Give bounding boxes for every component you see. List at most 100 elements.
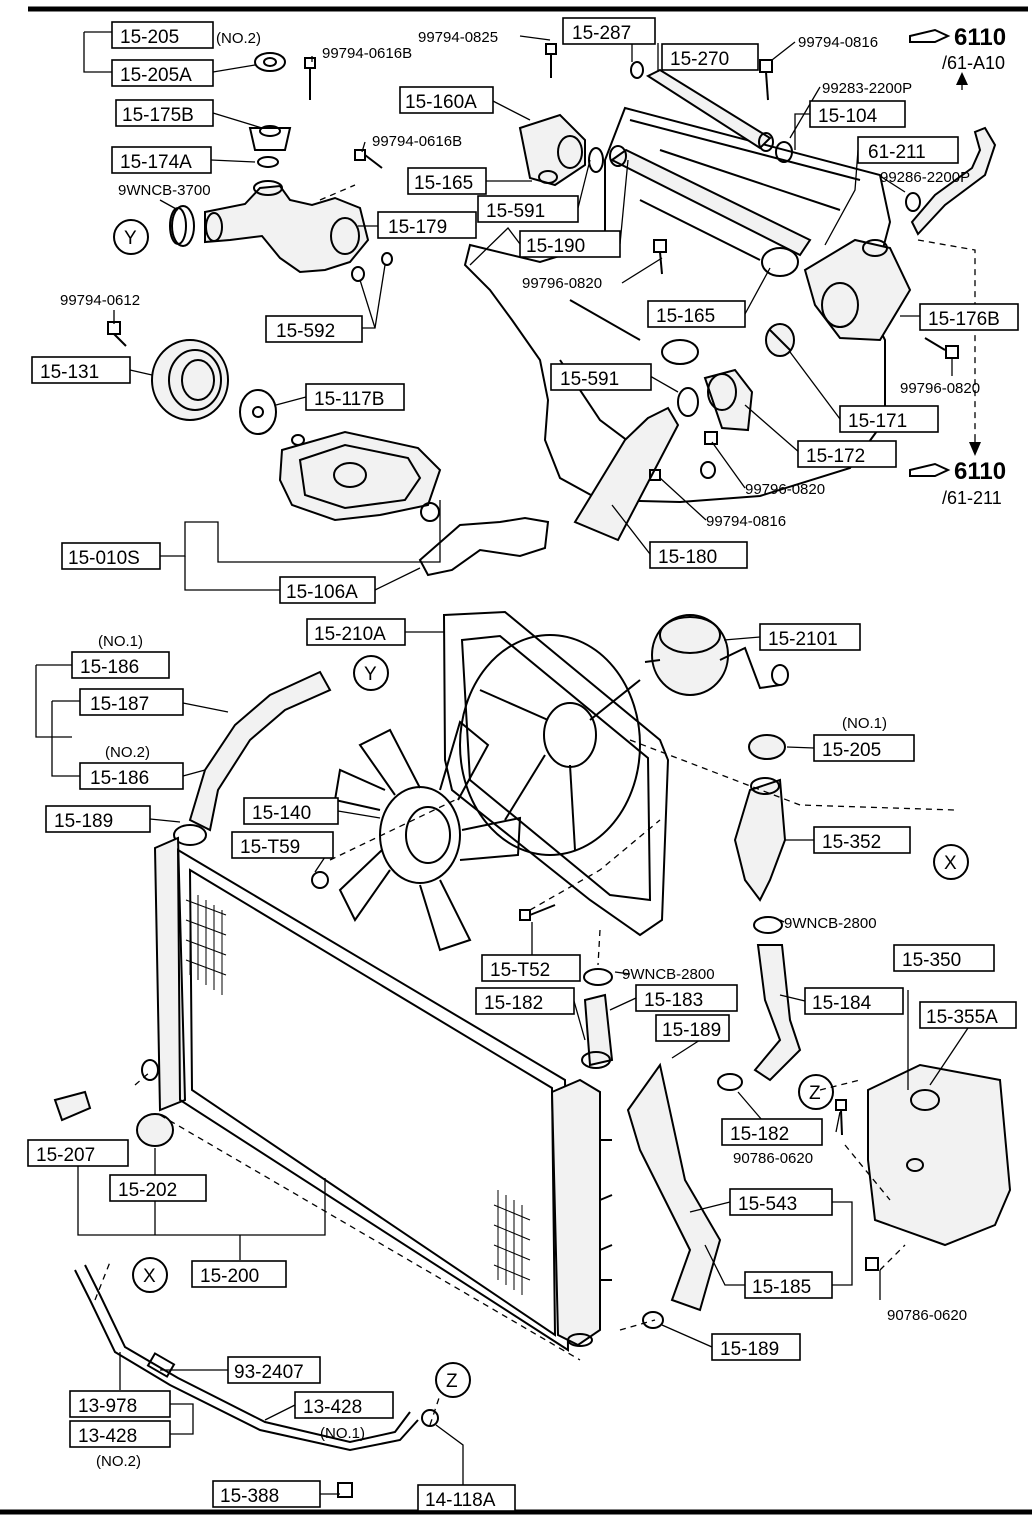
part-label-15-190[interactable]: 15-190 (519, 230, 621, 258)
part-label-15-182-b[interactable]: 15-182 (721, 1118, 823, 1146)
part-label-15-186-no1[interactable]: 15-186 (71, 651, 170, 679)
svg-text:15-210A: 15-210A (314, 624, 386, 645)
bolt-label: 99796-0820 (522, 275, 602, 292)
svg-text:15-184: 15-184 (812, 993, 872, 1014)
part-label-15-205[interactable]: 15-205 (111, 21, 214, 49)
part-label-15-189-c[interactable]: 15-189 (711, 1333, 801, 1361)
part-label-15-131[interactable]: 15-131 (31, 356, 131, 384)
part-label-15-287[interactable]: 15-287 (562, 17, 656, 45)
part-label-15-171[interactable]: 15-171 (839, 405, 939, 433)
part-label-15-174A[interactable]: 15-174A (111, 146, 212, 174)
svg-text:15-287: 15-287 (572, 23, 631, 44)
part-label-61-211[interactable]: 61-211 (857, 136, 959, 164)
reference-6110-lower[interactable]: 6110 /61-211 (909, 458, 1006, 508)
part-label-15-543[interactable]: 15-543 (729, 1188, 833, 1216)
svg-text:15-591: 15-591 (560, 369, 619, 390)
note-no1: (NO.1) (98, 633, 143, 650)
part-label-15-187[interactable]: 15-187 (79, 688, 184, 716)
part-label-13-978[interactable]: 13-978 (69, 1390, 171, 1418)
part-label-93-2407[interactable]: 93-2407 (227, 1356, 321, 1384)
part-label-15-592[interactable]: 15-592 (265, 315, 363, 343)
part-label-15-172[interactable]: 15-172 (797, 440, 897, 468)
bolt-label: 99796-0820 (745, 481, 825, 498)
svg-text:14-118A: 14-118A (425, 1490, 496, 1511)
part-label-15-160A[interactable]: 15-160A (399, 86, 494, 114)
part-label-15-270[interactable]: 15-270 (661, 43, 759, 71)
part-label-15-106A[interactable]: 15-106A (279, 576, 376, 604)
part-label-15-183[interactable]: 15-183 (635, 984, 738, 1012)
svg-text:15-543: 15-543 (738, 1194, 797, 1215)
svg-text:15-165: 15-165 (656, 306, 715, 327)
part-label-15-352[interactable]: 15-352 (813, 826, 911, 854)
part-label-15-205-no1[interactable]: 15-205 (813, 734, 915, 762)
svg-text:15-2101: 15-2101 (768, 629, 838, 650)
svg-text:15-176B: 15-176B (928, 309, 1000, 330)
part-label-15-355A[interactable]: 15-355A (919, 1001, 1017, 1029)
svg-text:15-180: 15-180 (658, 547, 717, 568)
part-label-13-428-no1[interactable]: 13-428 (294, 1391, 394, 1419)
svg-text:13-978: 13-978 (78, 1396, 137, 1417)
svg-text:15-205: 15-205 (822, 740, 881, 761)
part-label-15-117B[interactable]: 15-117B (305, 383, 405, 411)
svg-text:15-182: 15-182 (730, 1124, 789, 1145)
note-no2: (NO.2) (216, 30, 261, 47)
part-label-15-179[interactable]: 15-179 (377, 211, 477, 239)
part-label-15-175B[interactable]: 15-175B (115, 99, 214, 127)
note-no1: (NO.1) (320, 1425, 365, 1442)
part-label-15-186-no2[interactable]: 15-186 (79, 762, 184, 790)
svg-text:X: X (143, 1266, 156, 1287)
svg-text:15-140: 15-140 (252, 803, 311, 824)
svg-text:15-T59: 15-T59 (240, 837, 300, 858)
part-label-15-388[interactable]: 15-388 (212, 1480, 321, 1508)
ref-sub: /61-A10 (942, 53, 1005, 73)
part-label-15-185[interactable]: 15-185 (744, 1271, 833, 1299)
svg-text:15-104: 15-104 (818, 106, 878, 127)
part-label-15-165-b[interactable]: 15-165 (647, 300, 746, 328)
part-label-15-T59[interactable]: 15-T59 (231, 831, 334, 859)
svg-text:15-T52: 15-T52 (490, 960, 550, 981)
svg-text:15-175B: 15-175B (122, 105, 194, 126)
dashed-reference-lines (94, 184, 976, 1426)
part-label-15-165-a[interactable]: 15-165 (407, 167, 487, 195)
part-label-15-176B[interactable]: 15-176B (919, 303, 1019, 331)
svg-text:15-388: 15-388 (220, 1486, 279, 1507)
part-label-14-118A[interactable]: 14-118A (417, 1484, 516, 1512)
svg-text:15-171: 15-171 (848, 411, 907, 432)
bolt-label: 99794-0612 (60, 292, 140, 309)
part-label-15-350[interactable]: 15-350 (893, 944, 995, 972)
bolt-label: 99794-0616B (372, 133, 462, 150)
part-label-15-T52[interactable]: 15-T52 (481, 954, 581, 982)
part-label-15-140[interactable]: 15-140 (243, 797, 339, 825)
part-label-15-180[interactable]: 15-180 (649, 541, 748, 569)
note-no1: (NO.1) (842, 715, 887, 732)
svg-text:Y: Y (364, 664, 377, 685)
part-label-15-184[interactable]: 15-184 (804, 987, 904, 1015)
svg-text:15-187: 15-187 (90, 694, 149, 715)
part-label-15-207[interactable]: 15-207 (27, 1139, 129, 1167)
part-label-15-010S[interactable]: 15-010S (61, 542, 161, 570)
marker-x-right: X (933, 844, 969, 880)
part-label-15-189-b[interactable]: 15-189 (655, 1014, 730, 1042)
bolt-label: 99794-0816 (706, 513, 786, 530)
svg-text:15-186: 15-186 (80, 657, 139, 678)
svg-text:15-190: 15-190 (526, 236, 585, 257)
part-label-15-205A[interactable]: 15-205A (111, 59, 214, 87)
svg-text:15-205A: 15-205A (120, 65, 192, 86)
ref-number: 6110 (954, 458, 1006, 485)
part-label-15-104[interactable]: 15-104 (809, 100, 906, 128)
part-label-15-202[interactable]: 15-202 (109, 1174, 207, 1202)
part-label-15-182-a[interactable]: 15-182 (475, 987, 575, 1015)
part-label-15-189-a[interactable]: 15-189 (45, 805, 151, 833)
marker-z-right: Z (798, 1074, 834, 1110)
part-label-15-2101[interactable]: 15-2101 (759, 623, 861, 651)
note-no2: (NO.2) (105, 744, 150, 761)
svg-text:61-211: 61-211 (868, 142, 926, 163)
reference-6110-upper[interactable]: 6110 /61-A10 (909, 24, 1006, 73)
svg-text:13-428: 13-428 (303, 1397, 362, 1418)
part-label-15-200[interactable]: 15-200 (191, 1260, 287, 1288)
part-label-15-210A[interactable]: 15-210A (306, 618, 406, 646)
part-label-15-591-a[interactable]: 15-591 (477, 195, 579, 223)
part-label-13-428-no2[interactable]: 13-428 (69, 1420, 171, 1448)
part-label-15-591-b[interactable]: 15-591 (550, 363, 652, 391)
clamp-label: 99283-2200P (822, 80, 912, 97)
